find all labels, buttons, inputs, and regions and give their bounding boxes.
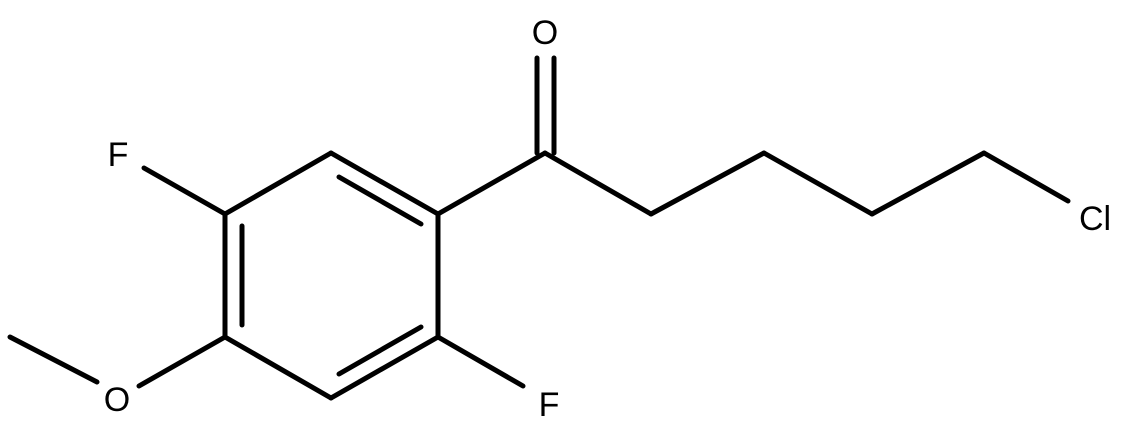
ring-bond-c2-c1 xyxy=(328,150,441,217)
atom-label-chlorine: Cl xyxy=(1079,200,1111,238)
bond-c4-methoxy-oxygen xyxy=(136,334,228,389)
bond-chain-chlorine xyxy=(981,150,1071,204)
bond-c3-fluorine xyxy=(141,165,228,217)
bond-c6-fluorine xyxy=(435,334,526,389)
benzene-ring xyxy=(222,150,441,401)
bond-chain-4 xyxy=(869,150,987,217)
bond-chain-3 xyxy=(761,150,875,217)
ring-bond-c6-c5-inner xyxy=(336,324,424,377)
atom-label-fluorine-bottom: F xyxy=(539,386,560,424)
bond-chain-2 xyxy=(648,150,767,217)
ring-bond-c3-c2 xyxy=(222,150,334,217)
atom-label-carbonyl-oxygen: O xyxy=(532,14,558,52)
atom-label-methoxy-oxygen: O xyxy=(104,381,130,419)
ring-bond-c6-c5 xyxy=(328,334,441,401)
atom-label-fluorine-top: F xyxy=(108,136,129,174)
ring-bond-c5-c4 xyxy=(222,334,334,401)
bond-ring-carbonyl xyxy=(435,150,548,217)
ring-bond-c2-c1-inner xyxy=(336,174,424,227)
bond-chain-1 xyxy=(542,150,654,217)
bond-methoxy-oxygen-methyl xyxy=(7,334,100,385)
